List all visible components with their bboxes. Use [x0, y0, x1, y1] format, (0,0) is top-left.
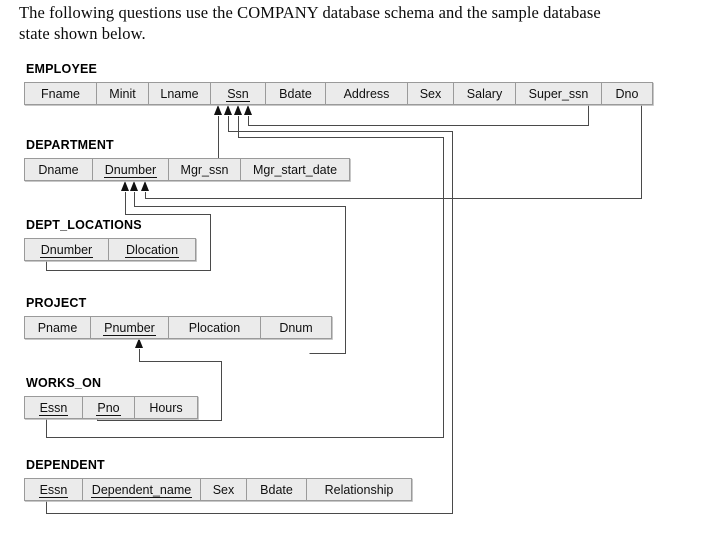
- column-dependent-dependent_name: Dependent_name: [83, 479, 201, 500]
- column-label: Essn: [38, 400, 69, 416]
- intro-line-2: state shown below.: [19, 24, 146, 43]
- intro-line-1: The following questions use the COMPANY …: [19, 3, 601, 22]
- table-title-dept_locations: DEPT_LOCATIONS: [26, 218, 142, 232]
- fk-dno-to-dnumber: [144, 105, 643, 200]
- column-label: Pno: [96, 400, 121, 416]
- column-label: Bdate: [279, 86, 312, 101]
- table-works_on: Essn Pno Hours: [24, 396, 198, 419]
- column-label: Pname: [37, 320, 78, 335]
- fk-dnum-to-dnumber: [133, 192, 347, 354]
- column-label: Bdate: [260, 482, 293, 497]
- column-label: Dependent_name: [90, 482, 193, 498]
- column-label: Plocation: [188, 320, 241, 335]
- column-department-dnumber: Dnumber: [93, 159, 169, 180]
- table-department: Dname Dnumber Mgr_ssn Mgr_start_date: [24, 158, 350, 181]
- column-label: Dnumber: [103, 162, 158, 178]
- arrowhead-ssn-3: [234, 105, 242, 115]
- column-label: Minit: [109, 86, 136, 101]
- table-dept_locations: Dnumber Dlocation: [24, 238, 196, 261]
- arrowhead-dnumber-2: [130, 181, 138, 191]
- column-works_on-hours: Hours: [135, 397, 197, 418]
- column-department-mgr_start_date: Mgr_start_date: [241, 159, 349, 180]
- fk-dnum-stub: [309, 339, 347, 355]
- column-dependent-bdate: Bdate: [247, 479, 307, 500]
- column-label: Fname: [41, 86, 80, 101]
- fk-pno-to-pnumber: [96, 349, 223, 422]
- column-employee-super_ssn: Super_ssn: [516, 83, 602, 104]
- column-dependent-sex: Sex: [201, 479, 247, 500]
- arrowhead-ssn-1: [214, 105, 222, 115]
- column-label: Sex: [212, 482, 235, 497]
- column-employee-dno: Dno: [602, 83, 652, 104]
- column-project-plocation: Plocation: [169, 317, 261, 338]
- table-title-department: DEPARTMENT: [26, 138, 114, 152]
- column-employee-bdate: Bdate: [266, 83, 326, 104]
- column-dependent-essn: Essn: [25, 479, 83, 500]
- fk-deptloc-to-dnumber: [45, 192, 212, 272]
- column-label: Sex: [419, 86, 442, 101]
- column-dept_locations-dlocation: Dlocation: [109, 239, 195, 260]
- table-project: Pname Pnumber Plocation Dnum: [24, 316, 332, 339]
- column-label: Super_ssn: [528, 86, 589, 101]
- table-dependent: Essn Dependent_name Sex Bdate Relationship: [24, 478, 412, 501]
- column-project-pname: Pname: [25, 317, 91, 338]
- column-dept_locations-dnumber: Dnumber: [25, 239, 109, 260]
- column-department-dname: Dname: [25, 159, 93, 180]
- column-label: Salary: [466, 86, 503, 101]
- column-label: Lname: [160, 86, 199, 101]
- arrowhead-pnumber-1: [135, 338, 143, 348]
- column-works_on-pno: Pno: [83, 397, 135, 418]
- column-label: Address: [343, 86, 390, 101]
- table-title-dependent: DEPENDENT: [26, 458, 105, 472]
- table-title-project: PROJECT: [26, 296, 87, 310]
- column-label: Essn: [38, 482, 69, 498]
- column-label: Hours: [149, 400, 183, 415]
- table-title-works_on: WORKS_ON: [26, 376, 102, 390]
- column-label: Dnum: [279, 320, 313, 335]
- table-employee: Fname Minit Lname Ssn Bdate Address Sex Salary S…: [24, 82, 653, 105]
- column-label: Dnumber: [39, 242, 94, 258]
- column-employee-salary: Salary: [454, 83, 516, 104]
- column-label: Dname: [38, 162, 79, 177]
- column-employee-address: Address: [326, 83, 408, 104]
- column-label: Relationship: [324, 482, 394, 497]
- column-employee-lname: Lname: [149, 83, 211, 104]
- fk-superssn-to-ssn: [247, 105, 590, 127]
- fk-worksonessn-to-ssn: [45, 116, 445, 439]
- column-project-dnum: Dnum: [261, 317, 331, 338]
- column-project-pnumber: Pnumber: [91, 317, 169, 338]
- column-employee-fname: Fname: [25, 83, 97, 104]
- column-label: Dlocation: [124, 242, 180, 258]
- column-employee-ssn: Ssn: [211, 83, 266, 104]
- column-label: Mgr_start_date: [252, 162, 338, 177]
- column-dependent-relationship: Relationship: [307, 479, 411, 500]
- arrowhead-dnumber-1: [121, 181, 129, 191]
- column-works_on-essn: Essn: [25, 397, 83, 418]
- arrowhead-ssn-2: [224, 105, 232, 115]
- table-title-employee: EMPLOYEE: [26, 62, 98, 76]
- column-label: Ssn: [226, 86, 250, 102]
- intro-paragraph: The following questions use the COMPANY …: [19, 2, 695, 44]
- column-label: Dno: [615, 86, 639, 101]
- arrowhead-dnumber-3: [141, 181, 149, 191]
- arrowhead-ssn-4: [244, 105, 252, 115]
- column-department-mgr_ssn: Mgr_ssn: [169, 159, 241, 180]
- fk-dependentessn-to-ssn: [45, 116, 454, 515]
- column-employee-minit: Minit: [97, 83, 149, 104]
- column-label: Pnumber: [103, 320, 156, 336]
- column-employee-sex: Sex: [408, 83, 454, 104]
- column-label: Mgr_ssn: [180, 162, 229, 177]
